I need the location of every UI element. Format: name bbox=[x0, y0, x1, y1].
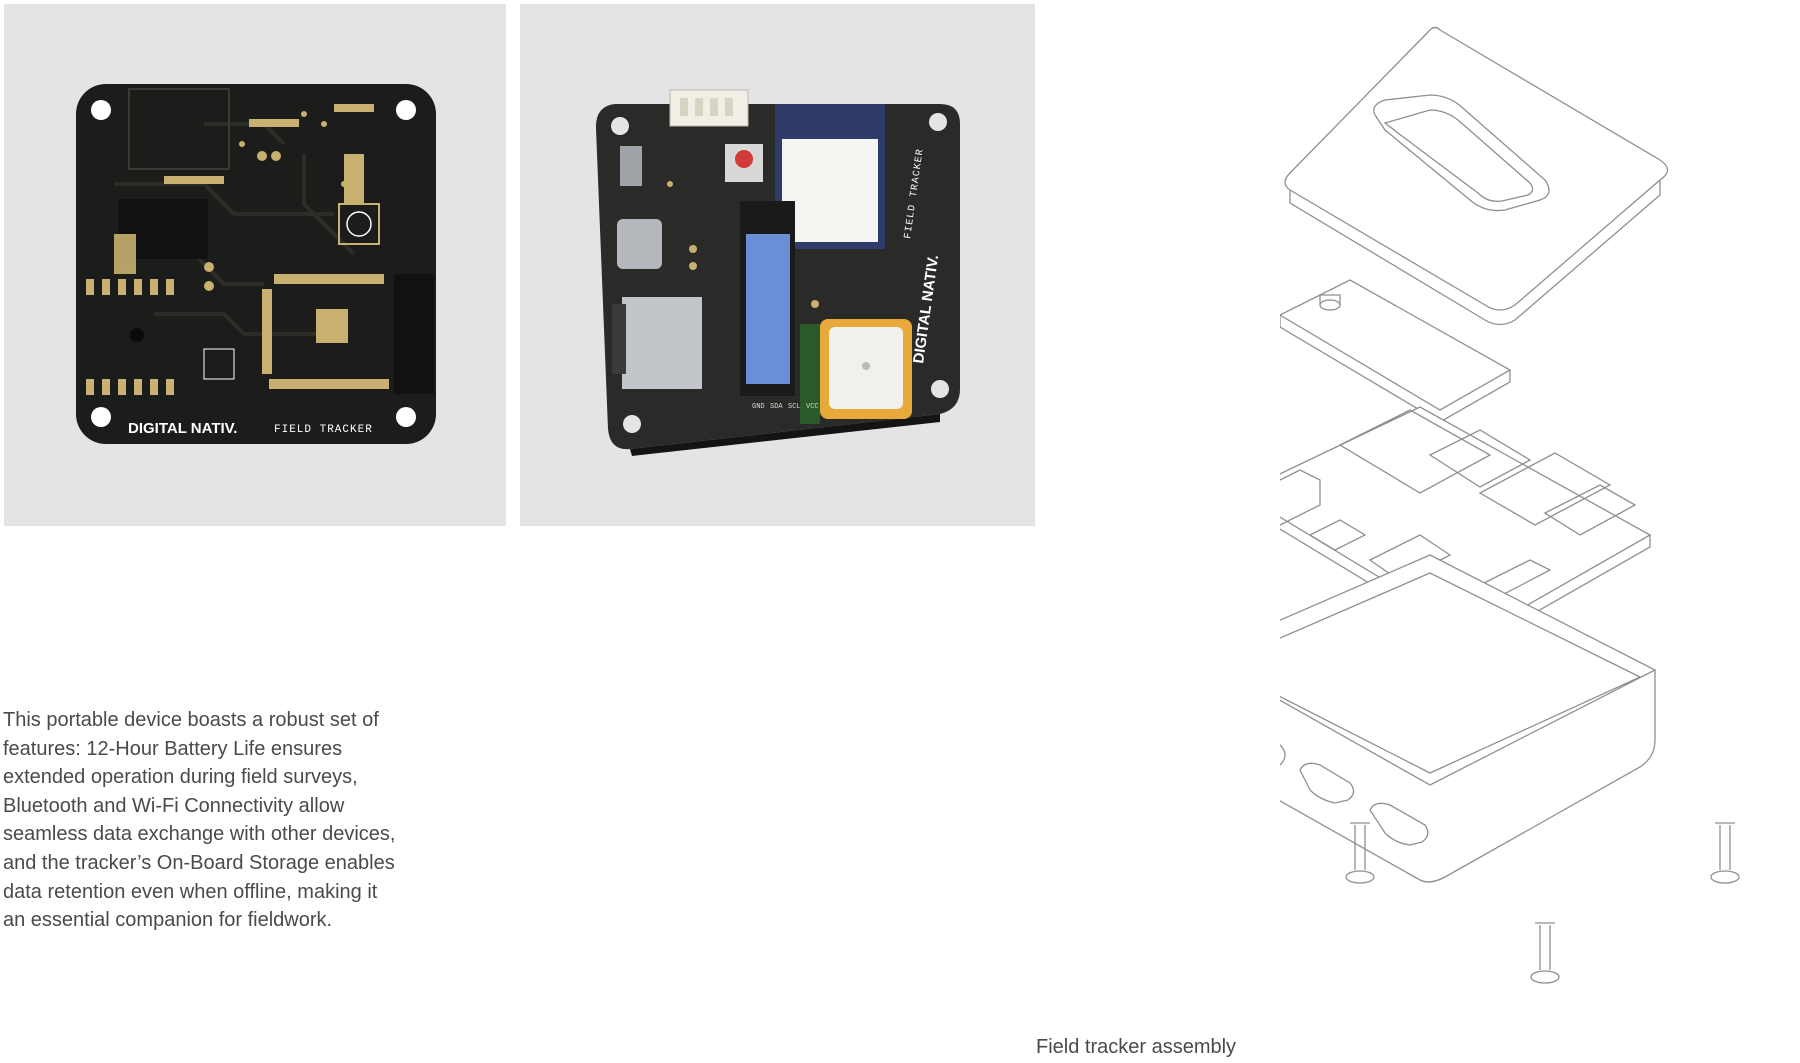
pcb-flat-image: DIGITAL NATIV. FIELD TRACKER bbox=[76, 84, 436, 444]
pcb-flat-render: DIGITAL NATIV. FIELD TRACKER bbox=[4, 4, 506, 526]
assembly-exploded-drawing bbox=[1280, 26, 1740, 984]
svg-text:SDA: SDA bbox=[770, 403, 783, 411]
assembly-caption: Field tracker assembly bbox=[1036, 1036, 1237, 1058]
pcb-flat-brand: DIGITAL NATIV. bbox=[128, 420, 237, 437]
svg-text:VCC: VCC bbox=[806, 403, 819, 411]
pcb-flat-product: FIELD TRACKER bbox=[274, 424, 373, 436]
description-text: This portable device boasts a robust set… bbox=[3, 709, 396, 932]
svg-text:SCL: SCL bbox=[788, 403, 801, 411]
svg-text:GND: GND bbox=[752, 403, 765, 411]
